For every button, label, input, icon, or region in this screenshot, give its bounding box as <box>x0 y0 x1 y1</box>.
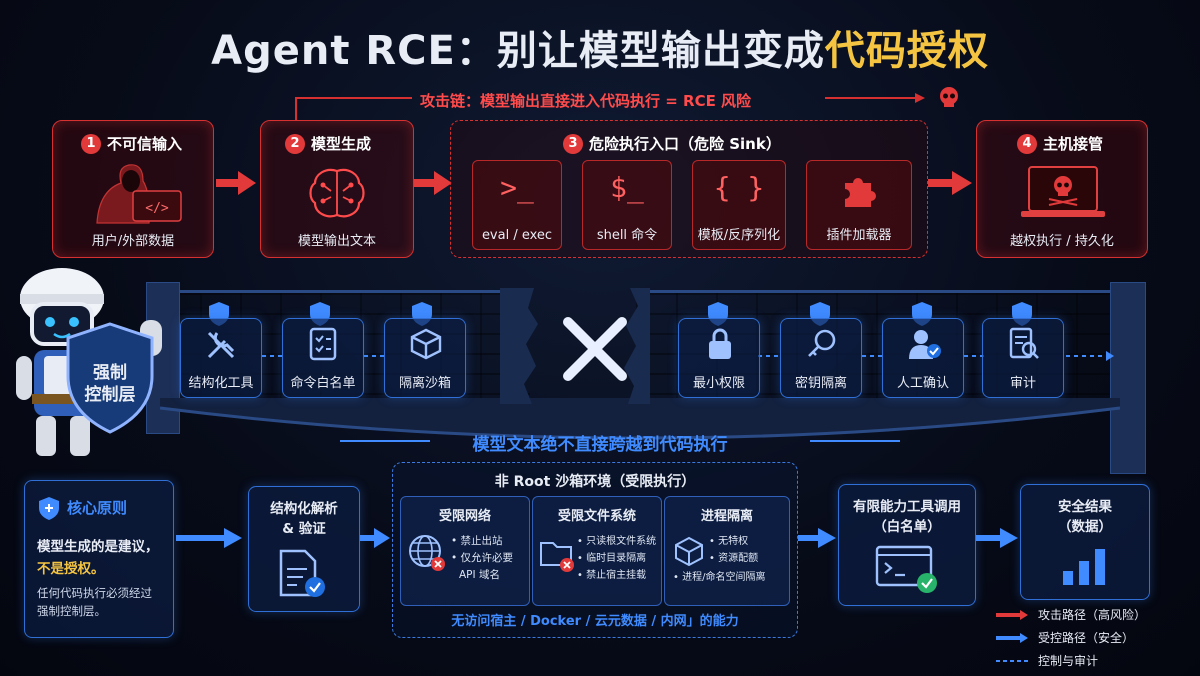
shield-label: 强制 控制层 <box>84 363 136 405</box>
legend-dash-line <box>996 659 1028 662</box>
sink-shell: $_ shell 命令 <box>582 160 672 250</box>
lock-icon <box>709 328 731 359</box>
wall-pillar <box>1110 282 1146 474</box>
legend-safe: 受控路径（安全） <box>996 629 1186 646</box>
checklist-icon <box>309 327 337 361</box>
legend-audit: 控制与审计 <box>996 652 1186 669</box>
key-icon <box>808 329 836 357</box>
cube-icon <box>675 536 703 567</box>
terminal-check-icon <box>875 545 937 593</box>
shield-icon <box>66 322 154 434</box>
legend-attack: 攻击路径（高风险） <box>996 606 1186 623</box>
bar-chart-icon <box>1063 549 1105 585</box>
shield-icon <box>39 497 59 520</box>
attack-arrow <box>414 171 452 195</box>
cube-icon <box>410 328 442 360</box>
attack-arrow <box>216 171 256 195</box>
broken-gap <box>500 288 650 404</box>
sink-plugin-loader: 插件加载器 <box>806 160 912 250</box>
safe-arrow <box>976 528 1018 548</box>
sandbox-network: 受限网络 • 禁止出站 • 仅允许必要 API 域名 <box>400 496 530 606</box>
puzzle-icon <box>845 178 876 207</box>
audit-icon <box>1009 327 1039 359</box>
safe-result-card: 安全结果 （数据） <box>1020 484 1150 600</box>
sandbox-filesystem: 受限文件系统 • 只读根文件系统 • 临时目录隔离 • 禁止宿主挂载 <box>532 496 662 606</box>
attack-arrow <box>928 171 972 195</box>
hacker-icon: </> <box>96 164 182 224</box>
sink-eval-exec: >_ eval / exec <box>472 160 562 250</box>
attack-chain-label: 攻击链：模型输出直接进入代码执行 = RCE 风险 <box>420 92 752 110</box>
control-sandbox: 隔离沙箱 <box>384 318 466 398</box>
control-audit: 审计 <box>982 318 1064 398</box>
control-least-privilege: 最小权限 <box>678 318 760 398</box>
document-check-icon <box>279 549 325 597</box>
bridge-caption: 模型文本绝不直接跨越到代码执行 <box>472 435 728 455</box>
folder-blocked-icon <box>540 542 574 572</box>
legend-safe-arrow <box>996 632 1028 643</box>
svg-text:</>: </> <box>145 201 169 216</box>
title-highlight: 代码授权 <box>824 28 989 74</box>
core-principle-card: 核心原则 模型生成的是建议， 不是授权。 任何代码执行必须经过 强制控制层。 <box>24 480 174 638</box>
control-structured-tools: 结构化工具 <box>180 318 262 398</box>
user-check-icon <box>909 330 941 359</box>
globe-blocked-icon <box>409 535 445 571</box>
safe-arrow <box>798 528 836 548</box>
attack-chain-bracket <box>295 93 925 120</box>
skull-icon <box>940 87 958 107</box>
braces-icon: { } <box>713 171 765 204</box>
tools-icon <box>207 331 235 359</box>
safe-arrow <box>176 528 242 548</box>
control-key-isolation: 密钥隔离 <box>780 318 862 398</box>
bridge-arch <box>160 398 1120 440</box>
robot-mascot <box>16 268 162 456</box>
legend-attack-arrow <box>996 609 1028 620</box>
shell-icon: $_ <box>610 171 644 204</box>
sink-template: { } 模板/反序列化 <box>692 160 786 250</box>
safe-arrow <box>360 528 390 548</box>
terminal-icon: >_ <box>500 171 534 204</box>
brain-icon <box>309 168 365 218</box>
blocked-x-icon <box>563 317 627 381</box>
compromised-laptop-icon <box>1021 166 1105 217</box>
control-command-whitelist: 命令白名单 <box>282 318 364 398</box>
legend: 攻击路径（高风险） 受控路径（安全） 控制与审计 <box>996 606 1186 669</box>
caption-rule <box>340 440 900 442</box>
sandbox-process: 进程隔离 • 无特权 • 资源配额 • 进程/命名空间隔离 <box>664 496 790 606</box>
parse-validate-card: 结构化解析 & 验证 <box>248 486 360 612</box>
limited-tool-card: 有限能力工具调用 （白名单） <box>838 484 976 606</box>
page-title: Agent RCE：别让模型输出变成代码授权 <box>211 28 989 74</box>
control-human-confirm: 人工确认 <box>882 318 964 398</box>
